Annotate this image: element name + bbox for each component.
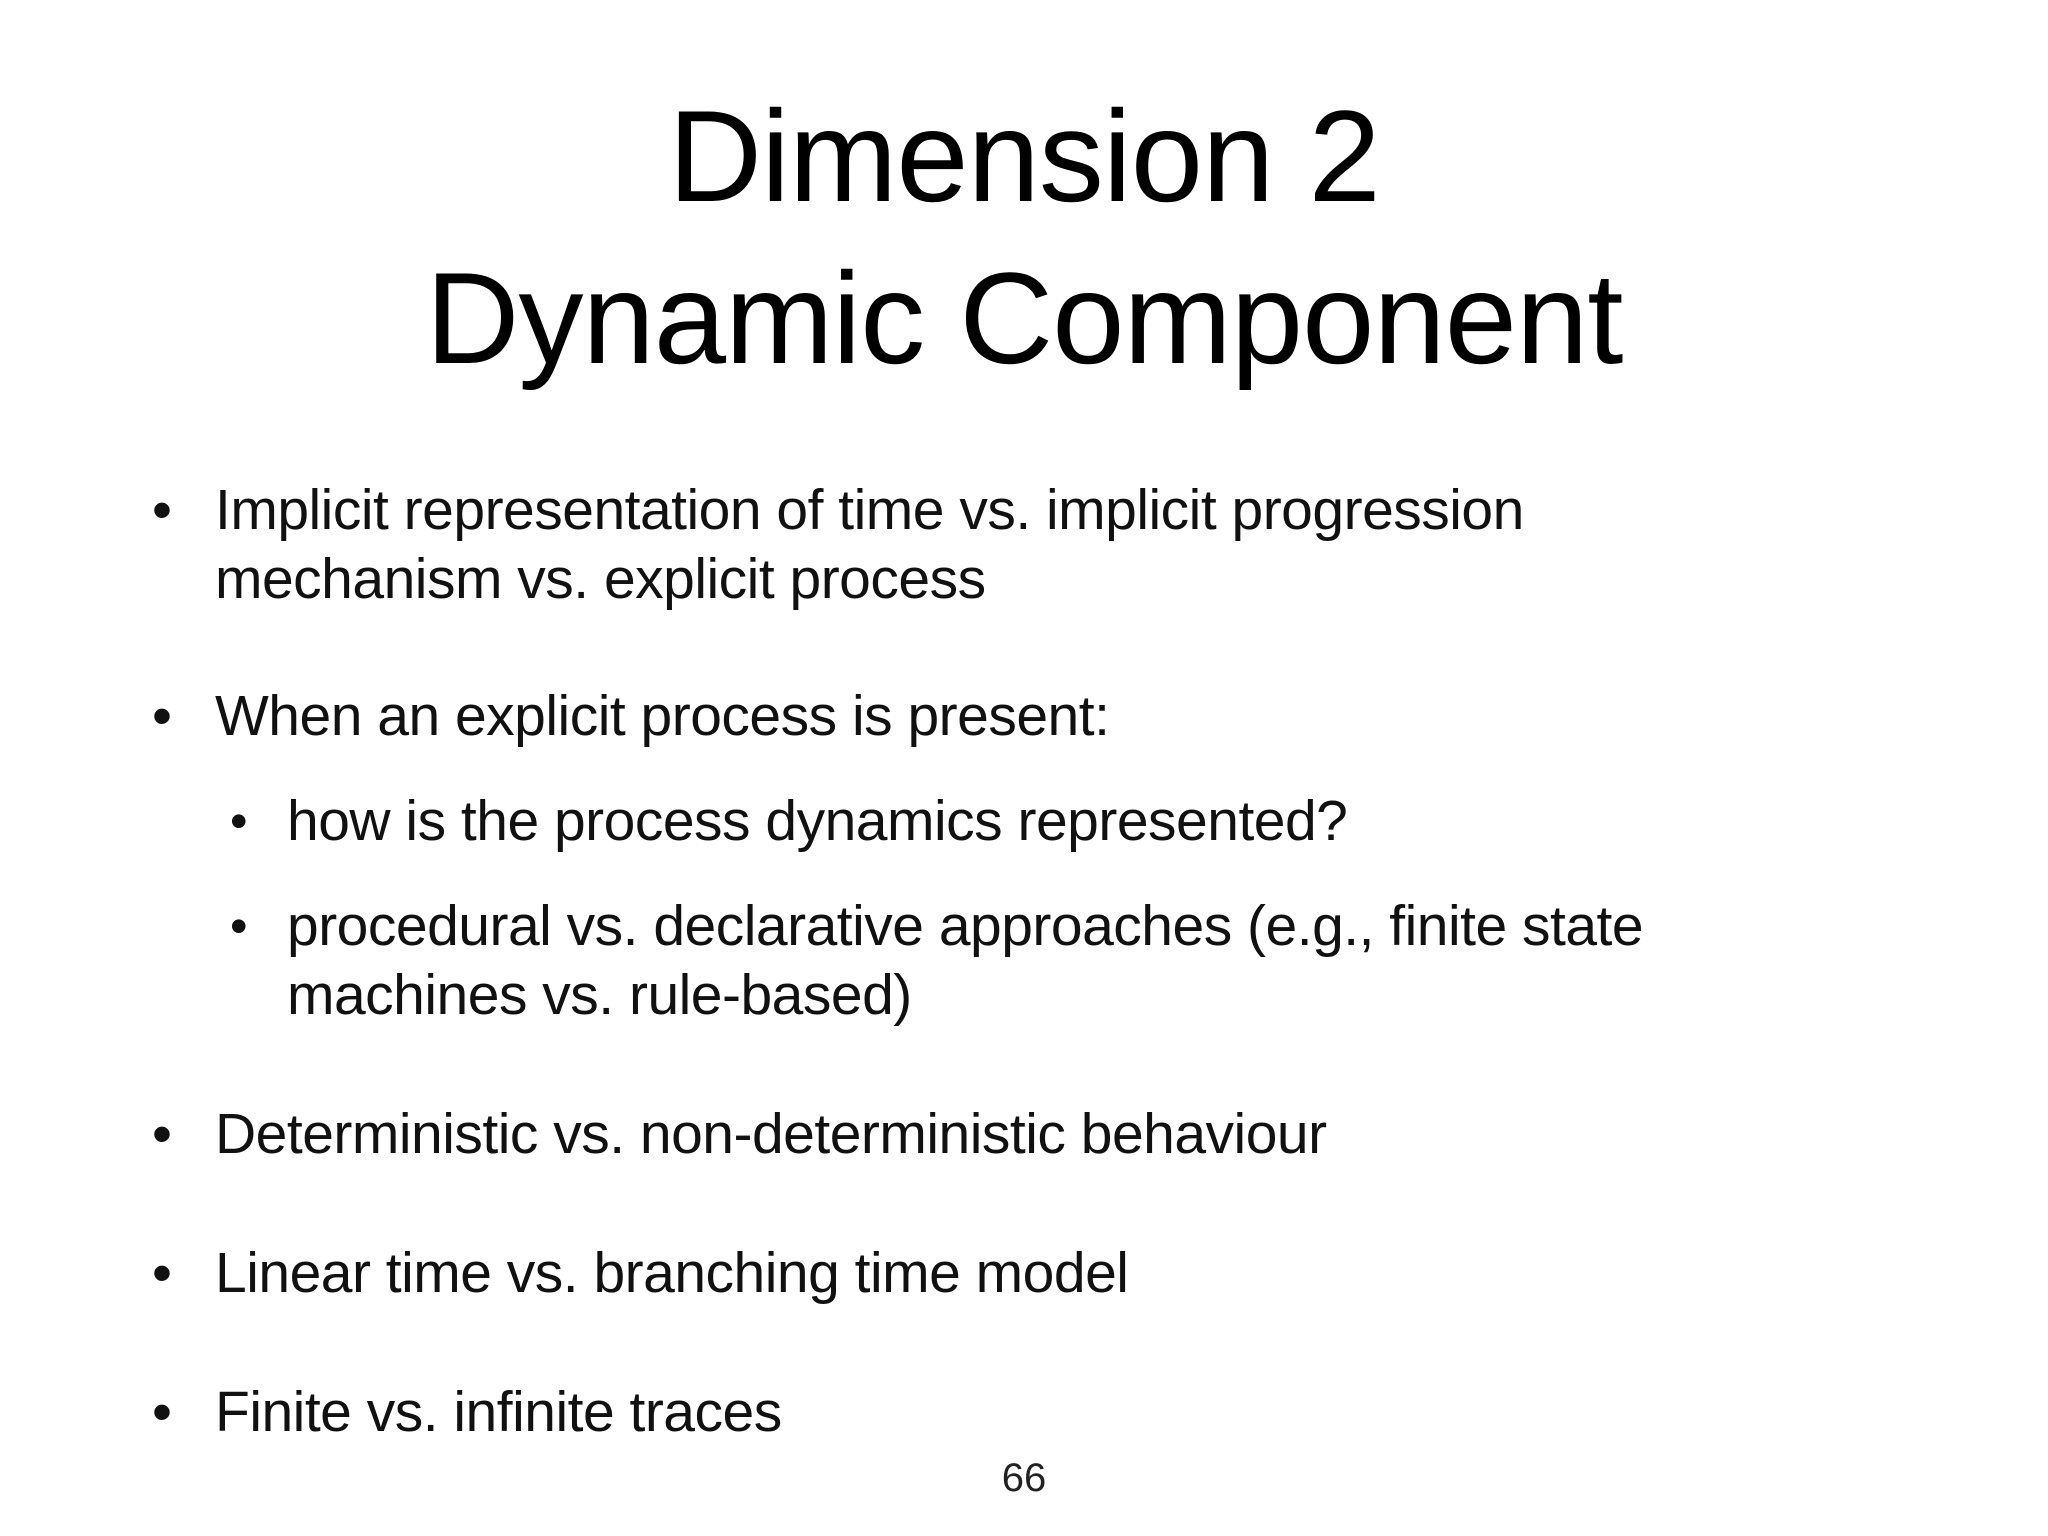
bullet-dot-icon: • <box>152 1380 172 1444</box>
bullet-item: • Implicit representation of time vs. im… <box>0 476 2048 614</box>
title-line-2: Dynamic Component <box>425 245 1624 391</box>
bullet-item: • Finite vs. infinite traces <box>0 1378 2048 1447</box>
bullet-dot-icon: • <box>152 1102 172 1166</box>
title-line-1: Dimension 2 <box>668 83 1381 229</box>
bullet-text: Deterministic vs. non-deterministic beha… <box>215 1102 1327 1166</box>
bullet-item: • Deterministic vs. non-deterministic be… <box>0 1100 2048 1169</box>
bullet-item: • When an explicit process is present: <box>0 682 2048 751</box>
bullet-list: • Implicit representation of time vs. im… <box>0 476 2048 1447</box>
bullet-text: Finite vs. infinite traces <box>215 1380 782 1444</box>
bullet-dot-icon: • <box>230 793 248 849</box>
sub-bullet-item: • how is the process dynamics represente… <box>0 787 2048 856</box>
bullet-dot-icon: • <box>152 684 172 748</box>
page-number: 66 <box>1001 1456 1047 1500</box>
bullet-text: Implicit representation of time vs. impl… <box>215 478 1524 611</box>
bullet-dot-icon: • <box>230 898 248 954</box>
bullet-text: procedural vs. declarative approaches (e… <box>287 894 1644 1027</box>
bullet-item: • Linear time vs. branching time model <box>0 1239 2048 1308</box>
bullet-dot-icon: • <box>152 478 172 542</box>
bullet-text: When an explicit process is present: <box>215 684 1110 748</box>
slide-title: Dimension 2 Dynamic Component <box>0 75 2048 399</box>
bullet-text: how is the process dynamics represented? <box>287 789 1348 853</box>
sub-bullet-item: • procedural vs. declarative approaches … <box>0 892 2048 1030</box>
bullet-dot-icon: • <box>152 1241 172 1305</box>
bullet-text: Linear time vs. branching time model <box>215 1241 1129 1305</box>
